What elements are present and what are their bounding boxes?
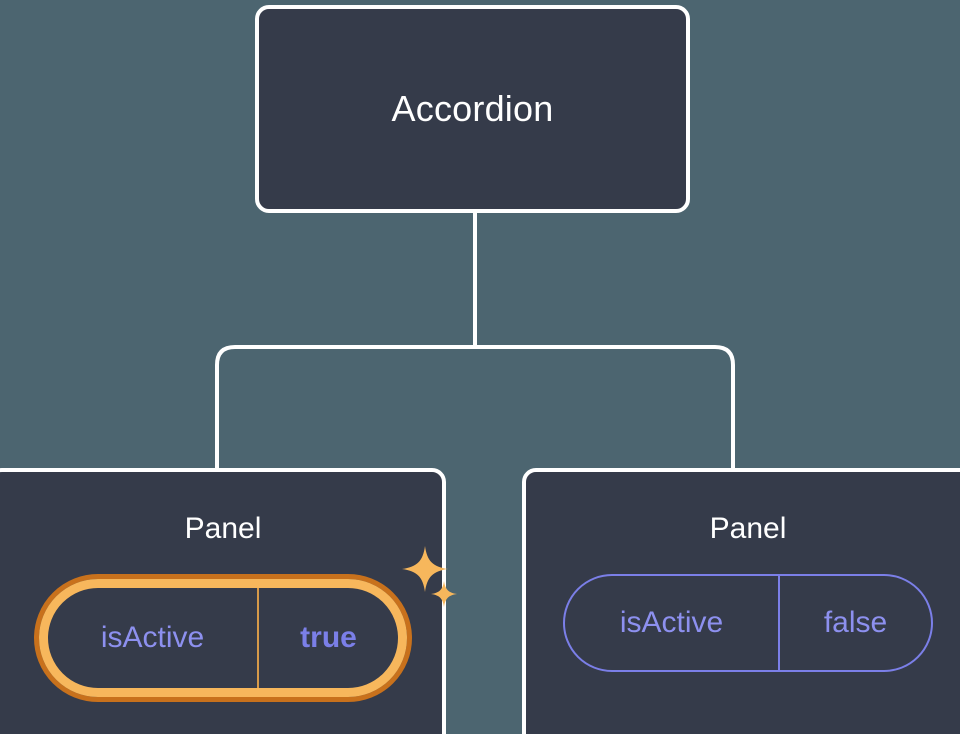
- prop-value: false: [823, 606, 888, 639]
- sparkle-large-icon: [402, 546, 448, 592]
- prop-pill-inactive-wrapper: isActive false: [563, 574, 933, 672]
- prop-value: true: [300, 621, 357, 654]
- prop-key: isActive: [565, 576, 780, 670]
- connector-branch-bar: [215, 345, 735, 470]
- node-panel-active[interactable]: Panel isActive true: [0, 468, 457, 734]
- node-accordion-label: Accordion: [391, 88, 554, 129]
- prop-pill-isactive-true[interactable]: isActive true: [34, 574, 412, 702]
- node-panel-inactive[interactable]: Panel isActive false: [522, 468, 960, 734]
- node-accordion[interactable]: Accordion: [255, 5, 690, 213]
- prop-pill-inner: isActive true: [39, 579, 407, 697]
- prop-pill-active-wrapper: isActive true: [34, 546, 457, 702]
- node-panel-inactive-label: Panel: [709, 512, 787, 545]
- sparkle-small-icon: [431, 581, 457, 607]
- prop-key: isActive: [48, 588, 259, 688]
- node-panel-active-label: Panel: [184, 512, 262, 545]
- prop-pill-isactive-false[interactable]: isActive false: [563, 574, 933, 672]
